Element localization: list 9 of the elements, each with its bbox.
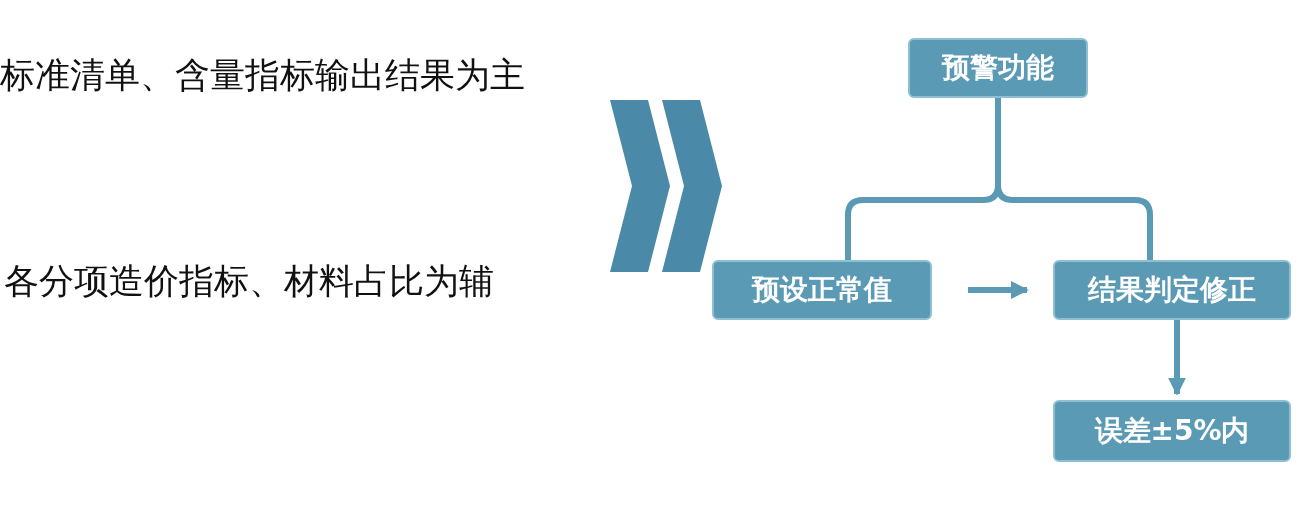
process-box: 预警功能 [908,38,1088,98]
process-box: 误差±5%内 [1053,400,1291,462]
process-box: 结果判定修正 [1053,260,1291,320]
process-box: 预设正常值 [712,260,932,320]
text-label: 标准清单、含量指标输出结果为主 [0,54,525,97]
brace-connector [995,98,1153,260]
arrow [1168,320,1186,396]
text-label: 各分项造价指标、材料占比为辅 [4,260,494,303]
arrow [968,281,1029,299]
